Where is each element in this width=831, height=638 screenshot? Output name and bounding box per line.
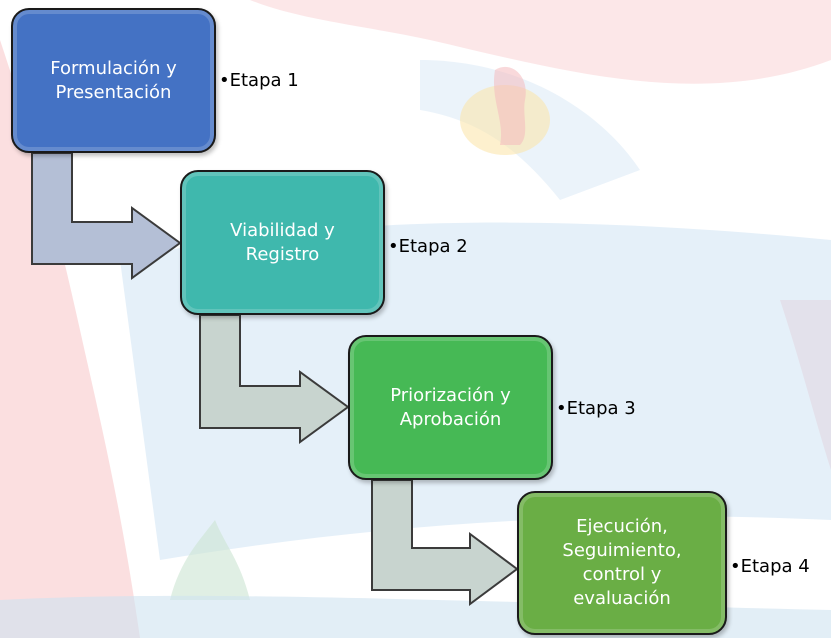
etapa-label-3: •Etapa 3	[556, 398, 636, 419]
etapa-label-1: •Etapa 1	[219, 70, 299, 91]
watermark-trees	[170, 520, 250, 600]
stage-4-title: Ejecución, Seguimiento, control y evalua…	[562, 516, 682, 609]
arrow-3-to-4	[371, 479, 519, 606]
watermark-emblem-figure	[493, 66, 526, 145]
stage-box-formulacion: Formulación y Presentación	[11, 8, 216, 153]
stage-2-title: Viabilidad y Registro	[230, 219, 335, 265]
stage-1-title: Formulación y Presentación	[50, 57, 177, 103]
etapa-label-2: •Etapa 2	[388, 236, 468, 257]
stage-box-viabilidad: Viabilidad y Registro	[180, 170, 385, 315]
arrow-1-to-2	[31, 152, 182, 280]
arrow-2-to-3	[199, 314, 350, 444]
stage-3-title: Priorización y Aprobación	[390, 384, 511, 430]
stage-box-priorizacion: Priorización y Aprobación	[348, 335, 553, 480]
watermark-red-top	[250, 0, 831, 84]
etapa-label-4: •Etapa 4	[730, 556, 810, 577]
stage-box-ejecucion: Ejecución, Seguimiento, control y evalua…	[517, 491, 727, 635]
